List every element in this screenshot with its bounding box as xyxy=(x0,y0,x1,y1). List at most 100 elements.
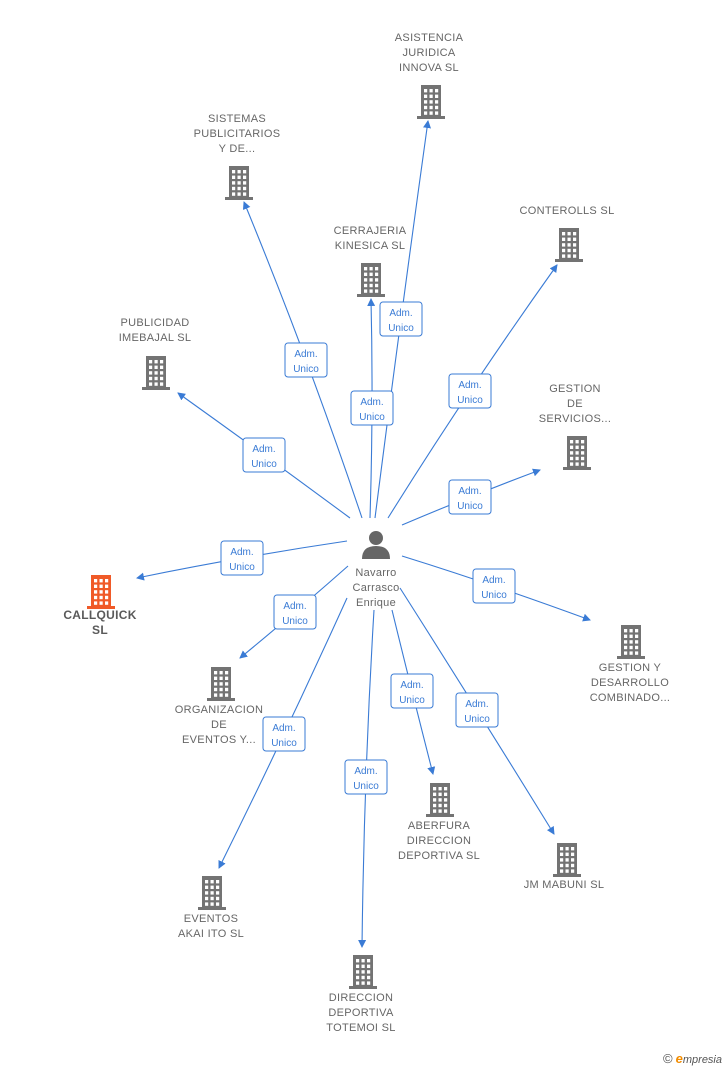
company-label-line: SL xyxy=(92,623,108,637)
edge-label-box xyxy=(455,692,499,728)
edge-label-box xyxy=(262,716,306,752)
edge-label-text: Unico xyxy=(293,364,319,375)
edge-label-box xyxy=(448,479,492,515)
company-label-line: AKAI ITO SL xyxy=(178,928,244,940)
edge-label-box xyxy=(472,568,516,604)
edge-label-aberfura[interactable]: Adm.Unico xyxy=(390,673,434,709)
brand-name: mpresia xyxy=(682,1054,722,1066)
company-label-line: DIRECCION xyxy=(329,992,393,1004)
edge-label-cerrajeria[interactable]: Adm.Unico xyxy=(350,390,394,426)
building-icon xyxy=(617,625,645,659)
edge-label-text: Adm. xyxy=(252,444,275,455)
company-label-line: GESTION Y xyxy=(599,662,662,674)
brand-footer: © empresia xyxy=(663,1051,722,1066)
edge-label-sistemas[interactable]: Adm.Unico xyxy=(284,342,328,378)
building-icon xyxy=(426,783,454,817)
company-label-line: EVENTOS xyxy=(184,913,238,925)
company-label-line: KINESICA SL xyxy=(335,240,406,252)
company-node-gestion-desarrollo[interactable]: GESTION Y DESARROLLO COMBINADO... xyxy=(590,625,671,704)
company-label-line: ABERFURA xyxy=(408,820,471,832)
company-label-line: SISTEMAS xyxy=(208,113,266,125)
person-label-line: Enrique xyxy=(356,597,396,609)
company-label-line: SERVICIOS... xyxy=(539,413,611,425)
edge-label-text: Adm. xyxy=(465,699,488,710)
edge-label-asistencia[interactable]: Adm.Unico xyxy=(379,301,423,337)
person-label-line: Navarro xyxy=(355,567,396,579)
edge-label-conterolls[interactable]: Adm. Unico xyxy=(448,373,492,409)
edge-label-text: Unico xyxy=(251,459,277,470)
edge-label-text: Unico xyxy=(464,714,490,725)
building-icon xyxy=(198,876,226,910)
company-label-line: ORGANIZACION xyxy=(175,704,264,716)
building-icon xyxy=(207,667,235,701)
building-icon xyxy=(553,843,581,877)
company-label-line: CERRAJERIA xyxy=(334,225,407,237)
edge-label-gestion-desarrollo[interactable]: Adm.Unico xyxy=(472,568,516,604)
edge-label-organizacion[interactable]: Adm. Unico xyxy=(273,594,317,630)
edge-label-text: Adm. xyxy=(360,397,383,408)
copyright-symbol: © xyxy=(662,1051,673,1066)
edge-label-text: Unico xyxy=(282,616,308,627)
company-label-line: TOTEMOI SL xyxy=(326,1022,395,1034)
company-node-cerrajeria[interactable]: CERRAJERIA KINESICA SL xyxy=(334,225,407,297)
company-label-line: INNOVA SL xyxy=(399,62,459,74)
person-label-line: Carrasco xyxy=(352,582,399,594)
building-icon xyxy=(225,166,253,200)
building-icon xyxy=(349,955,377,989)
edge-label-eventos-akai[interactable]: Adm.Unico xyxy=(262,716,306,752)
edge-label-gestion-servicios[interactable]: Adm.Unico xyxy=(448,479,492,515)
company-node-conterolls[interactable]: CONTEROLLS SL xyxy=(520,205,615,262)
edge-label-text: Adm. xyxy=(283,601,306,612)
edge-label-callquick[interactable]: Adm.Unico xyxy=(220,540,264,576)
company-label: CONTEROLLS SL xyxy=(520,205,615,217)
person-icon xyxy=(362,531,390,559)
edge-label-direccion-totemoi[interactable]: Adm.Unico xyxy=(344,759,388,795)
company-node-jm-mabuni[interactable]: JM MABUNI SL xyxy=(524,843,605,891)
building-icon xyxy=(357,263,385,297)
company-label: JM MABUNI SL xyxy=(524,879,605,891)
edge-label-box xyxy=(273,594,317,630)
company-label-line: JURIDICA xyxy=(402,47,455,59)
company-label-line: COMBINADO... xyxy=(590,692,671,704)
company-label-line: DE xyxy=(567,398,583,410)
edge-label-text: Unico xyxy=(457,501,483,512)
edge-label-box xyxy=(220,540,264,576)
edge-label-text: Adm. xyxy=(400,680,423,691)
building-icon xyxy=(142,356,170,390)
company-label-line: CALLQUICK xyxy=(63,608,136,622)
edge-label-text: Unico xyxy=(457,395,483,406)
building-icon xyxy=(87,575,115,609)
edge-label-box xyxy=(350,390,394,426)
company-label-line: JM MABUNI SL xyxy=(524,879,605,891)
edge-label-jm-mabuni[interactable]: Adm. Unico xyxy=(455,692,499,728)
edge-label-text: Adm. xyxy=(230,547,253,558)
edge-label-text: Adm. xyxy=(389,308,412,319)
edge-label-box xyxy=(344,759,388,795)
edge-label-text: Adm. xyxy=(458,380,481,391)
company-label-line: DE xyxy=(211,719,227,731)
edge-label-text: Unico xyxy=(481,590,507,601)
edge-label-publicidad[interactable]: Adm. Unico xyxy=(242,437,286,473)
company-node-eventos-akai[interactable]: EVENTOS AKAI ITO SL xyxy=(178,876,244,940)
brand-initial: e xyxy=(675,1051,683,1066)
company-label-line: DESARROLLO xyxy=(591,677,669,689)
company-label-line: DEPORTIVA SL xyxy=(398,850,480,862)
